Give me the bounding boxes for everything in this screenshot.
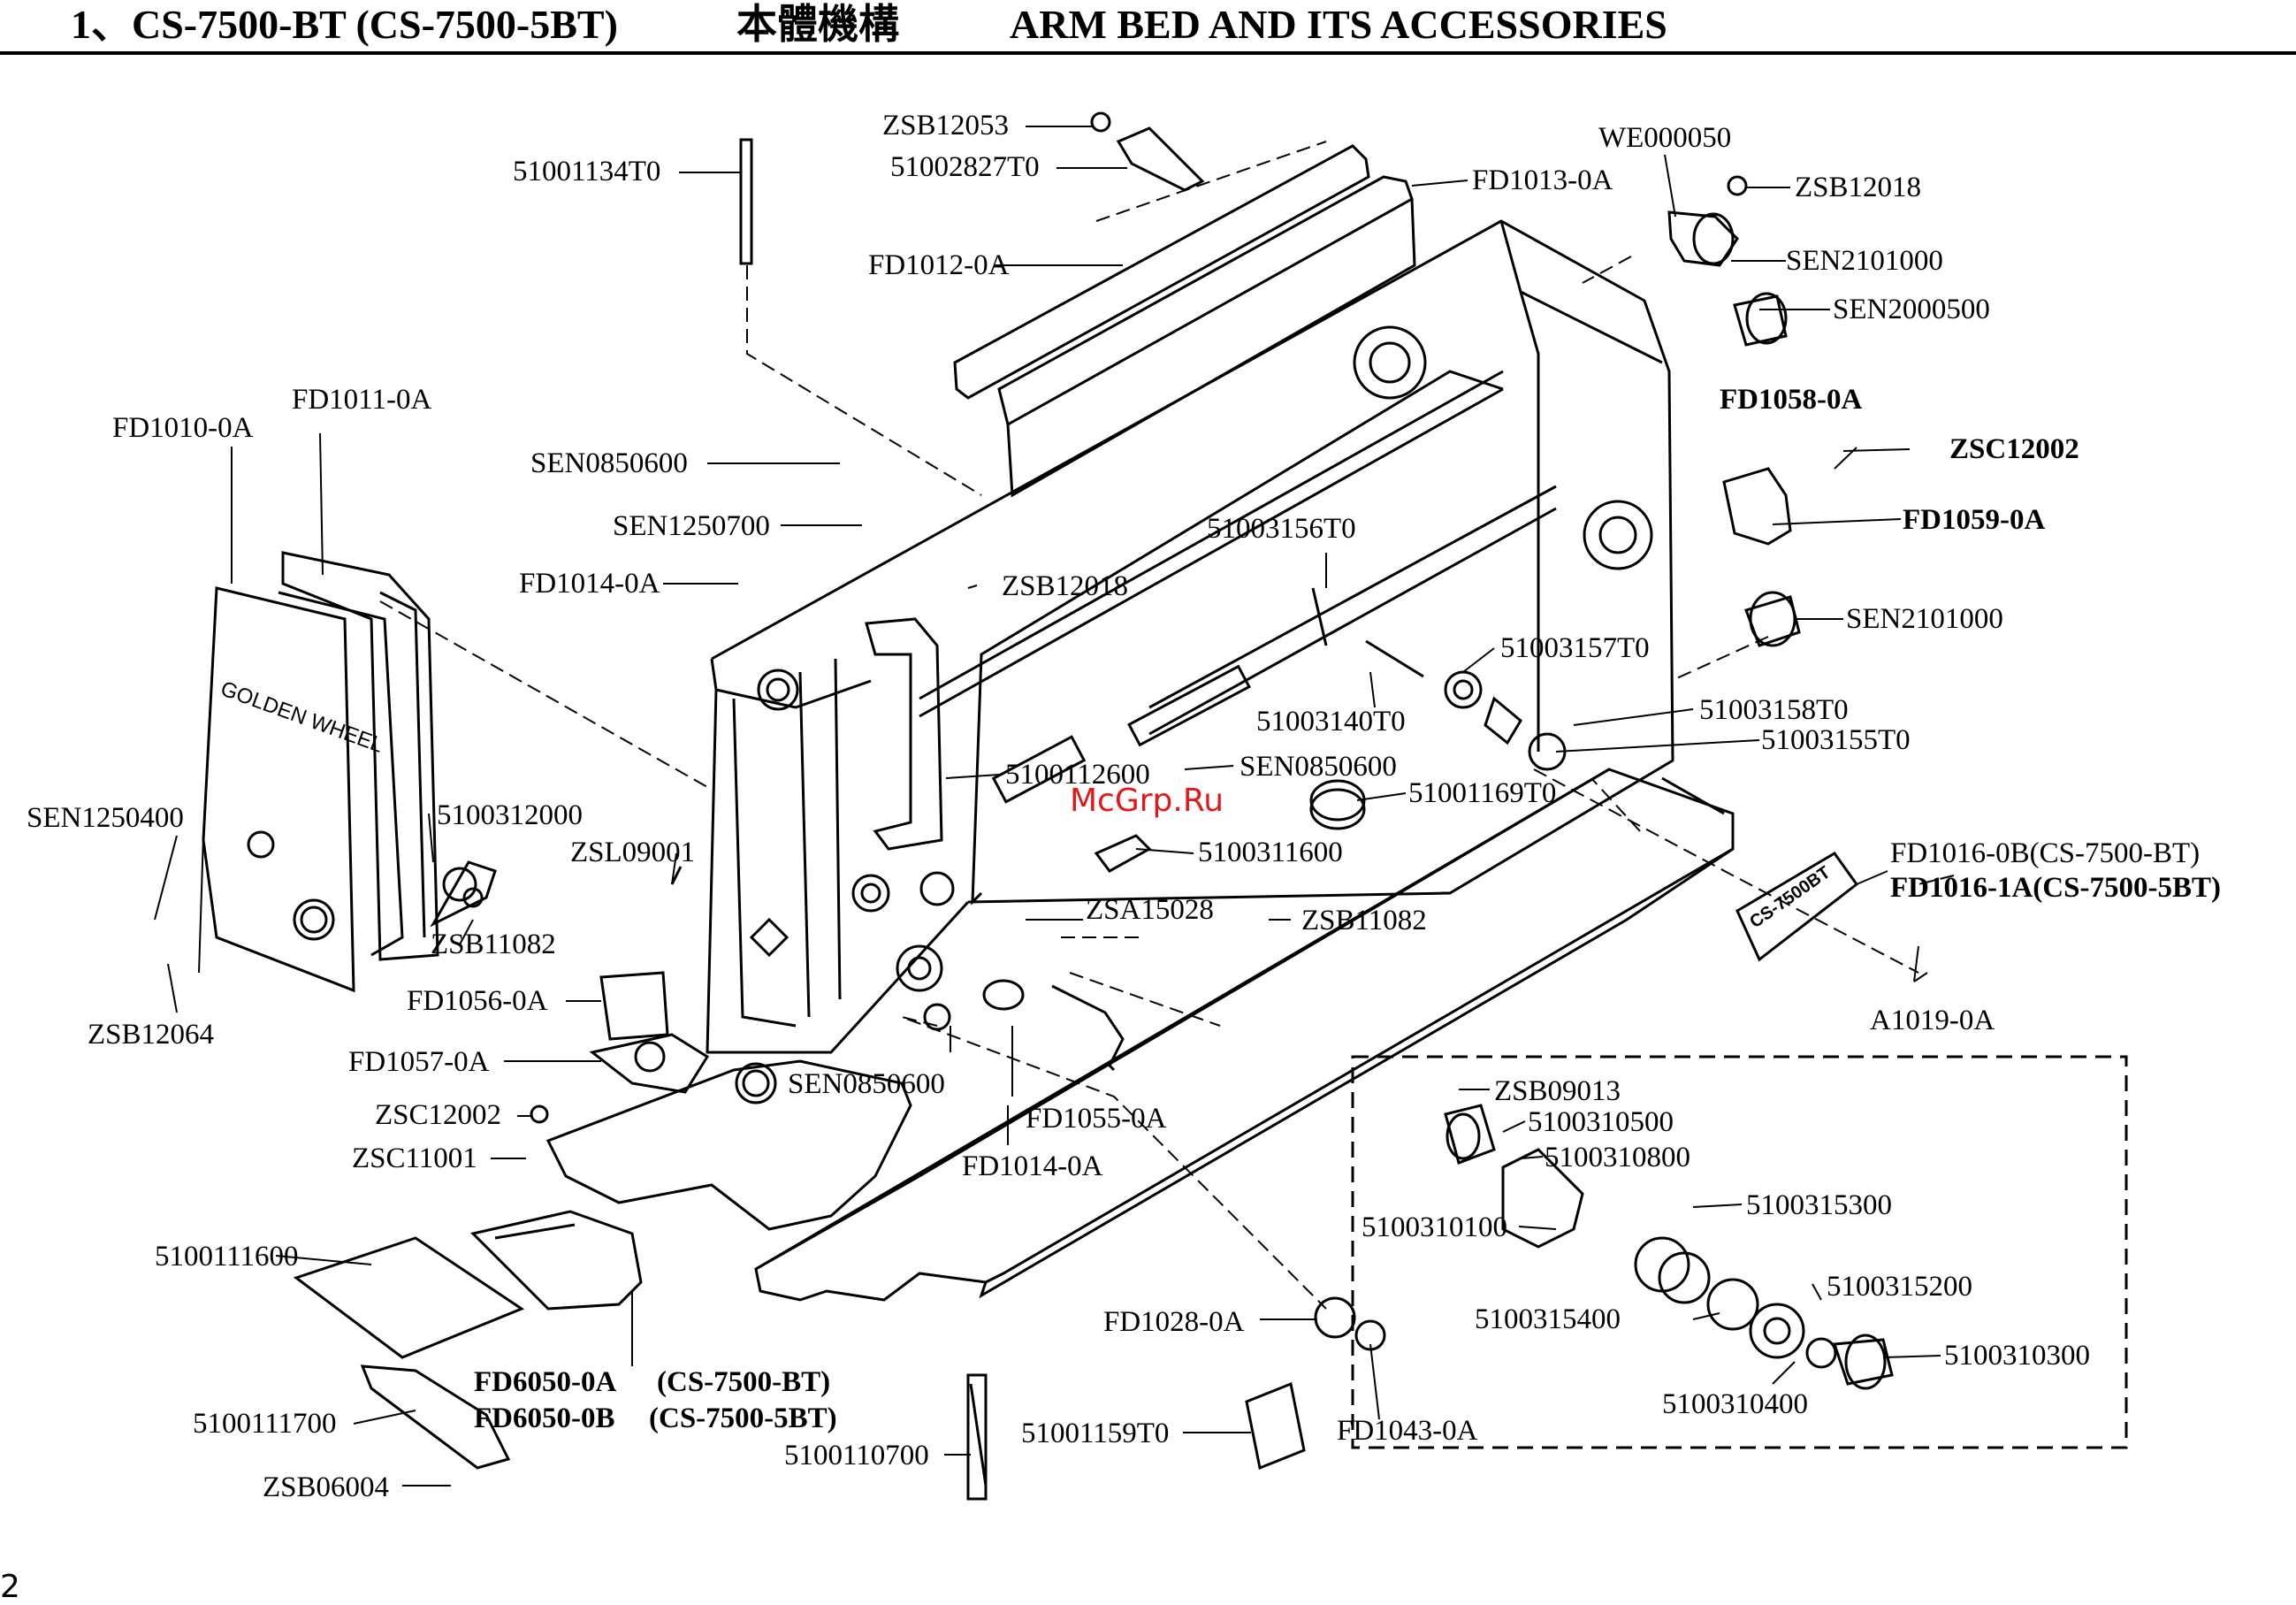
plates [293,1059,1306,1501]
part-label: FD1058-0A [1720,384,1863,416]
part-label: (CS-7500-BT) [657,1366,831,1398]
part-label: ZSB12064 [88,1019,215,1051]
part-label: FD1057-0A [348,1046,490,1078]
part-label: SEN2000500 [1833,294,1990,325]
part-label: 5100315300 [1746,1189,1892,1221]
part-label: 51002827T0 [890,151,1040,183]
part-label: ZSB09013 [1494,1075,1621,1107]
part-label: FD1056-0A [407,985,548,1017]
part-label: 5100110700 [784,1440,929,1471]
part-label: WE000050 [1598,122,1732,154]
part-label: FD1016-1A(CS-7500-5BT) [1890,872,2221,904]
part-label: SEN2101000 [1786,245,1943,277]
arm-body [706,219,1674,1054]
part-label: 51003158T0 [1699,694,1849,726]
page-number: 2 [0,1569,20,1605]
section-title: ARM BED AND ITS ACCESSORIES [1010,2,1667,47]
dash-lines [379,141,1955,1310]
part-label: 5100310500 [1528,1106,1674,1138]
part-label: ZSL09001 [570,837,696,868]
part-label: SEN0850600 [788,1068,945,1100]
part-label: SEN1250700 [613,510,770,542]
part-label: ZSB11082 [431,929,556,960]
part-label: 5100312000 [437,799,583,831]
part-label: 51003140T0 [1256,706,1406,738]
face-plate-logo: GOLDEN WHEEL [217,676,386,758]
part-label: (CS-7500-5BT) [649,1402,837,1434]
part-label: 51001169T0 [1408,777,1557,809]
part-label: ZSB12053 [882,110,1010,141]
face-plate [202,551,439,993]
part-label: FD6050-0A [474,1366,617,1398]
part-label: SEN1250400 [27,802,184,834]
part-label: 5100315200 [1827,1271,1972,1303]
part-label: FD1013-0A [1472,164,1613,196]
header-rule [0,51,2296,55]
part-label: 51003156T0 [1207,513,1356,545]
part-label: SEN0850600 [530,447,688,479]
part-label: SEN2101000 [1846,603,2003,635]
part-label: FD1016-0B(CS-7500-BT) [1890,837,2201,869]
part-label: SEN0850600 [1240,751,1397,783]
leader-lines [154,126,1941,1487]
name-plate [1735,852,1859,962]
chinese-title: 本體機構 [736,2,899,47]
part-label: FD1028-0A [1103,1306,1245,1338]
part-label: 5100310100 [1362,1211,1507,1243]
part-label: 51001159T0 [1021,1418,1170,1449]
bobbin-winder [1314,1055,2128,1449]
part-label: FD1010-0A [112,412,254,444]
part-label: ZSA15028 [1086,894,1214,926]
part-label: FD1014-0A [519,568,660,600]
part-label: ZSB06004 [263,1471,390,1503]
part-label: FD6050-0B [474,1402,615,1434]
part-label: ZSC11001 [352,1143,477,1174]
part-label: FD1012-0A [868,249,1010,281]
bed-base [754,768,1735,1302]
part-label: FD1014-0A [962,1150,1103,1182]
part-label: FD1043-0A [1337,1415,1478,1447]
part-label: 51003155T0 [1761,724,1911,756]
part-label: 51003157T0 [1500,632,1650,664]
part-label: FD1055-0A [1026,1103,1167,1135]
watermark: McGrp.Ru [1070,783,1224,819]
part-label: ZSC12002 [1949,433,2079,465]
part-label: ZSB11082 [1301,905,1427,936]
model-title: 1、CS-7500-BT (CS-7500-5BT) [71,2,618,47]
part-label: ZSB12018 [1795,172,1922,203]
part-label: FD1059-0A [1903,504,2046,536]
part-label: A1019-0A [1870,1005,1995,1036]
part-label: 5100310400 [1662,1388,1808,1420]
part-label: ZSB12018 [1002,570,1129,602]
part-label: 5100111700 [193,1408,337,1440]
part-label: 5100310300 [1944,1340,2090,1372]
part-label: 5100310800 [1545,1142,1690,1173]
part-label: 5100315400 [1475,1303,1621,1335]
part-label: 5100112600 [1005,759,1150,791]
part-label: FD1011-0A [292,384,432,416]
part-label: ZSC12002 [375,1099,502,1131]
part-label: 5100311600 [1198,837,1343,868]
part-label: 5100111600 [155,1241,299,1273]
part-label: 51001134T0 [513,156,661,187]
top-cover-plates [953,144,1416,498]
